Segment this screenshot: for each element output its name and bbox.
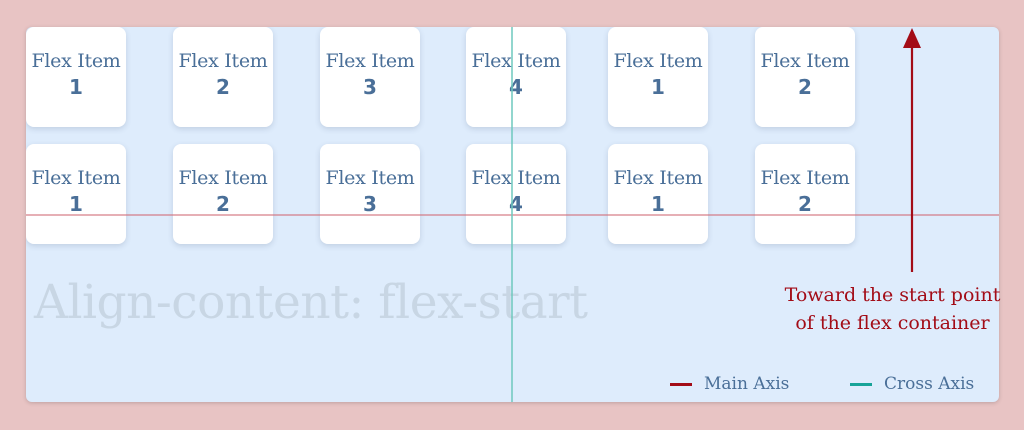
flex-item-number: 3 — [363, 75, 377, 99]
watermark-title: Align-content: flex-start — [34, 275, 588, 330]
flex-item-label: Flex Item — [471, 167, 561, 189]
flex-item: Flex Item 3 — [320, 27, 420, 127]
flex-item-label: Flex Item — [760, 50, 850, 72]
flex-item: Flex Item 1 — [26, 27, 126, 127]
flex-item: Flex Item 2 — [755, 27, 855, 127]
flex-item-number: 2 — [216, 75, 230, 99]
flex-item-label: Flex Item — [760, 167, 850, 189]
flex-item: Flex Item 1 — [608, 27, 708, 127]
flex-item-label: Flex Item — [613, 50, 703, 72]
flex-item-number: 2 — [798, 192, 812, 216]
flex-item-label: Flex Item — [31, 50, 121, 72]
flex-item-label: Flex Item — [325, 167, 415, 189]
annotation-line-2: of the flex container — [795, 312, 990, 334]
flex-item: Flex Item 2 — [173, 27, 273, 127]
flex-item-number: 1 — [651, 75, 665, 99]
legend-cross-axis-label: Cross Axis — [884, 374, 975, 394]
flex-item-number: 2 — [798, 75, 812, 99]
flex-item: Flex Item 1 — [608, 144, 708, 244]
cross-axis-line — [511, 27, 513, 402]
legend-cross-axis: Cross Axis — [850, 373, 974, 395]
flex-item: Flex Item 4 — [466, 144, 566, 244]
flex-item-label: Flex Item — [178, 50, 268, 72]
flex-item-number: 1 — [651, 192, 665, 216]
flex-item: Flex Item 2 — [173, 144, 273, 244]
flex-item: Flex Item 2 — [755, 144, 855, 244]
flex-item-number: 1 — [69, 75, 83, 99]
flex-container: Align-content: flex-start Flex Item 1 Fl… — [26, 27, 999, 402]
flex-item: Flex Item 4 — [466, 27, 566, 127]
flex-item-label: Flex Item — [31, 167, 121, 189]
flex-item: Flex Item 3 — [320, 144, 420, 244]
flex-item-number: 2 — [216, 192, 230, 216]
flex-item-number: 3 — [363, 192, 377, 216]
legend-main-axis: Main Axis — [670, 373, 789, 395]
flex-item-label: Flex Item — [471, 50, 561, 72]
main-axis-swatch-icon — [670, 382, 692, 386]
direction-annotation: Toward the start point of the flex conta… — [760, 281, 1024, 337]
flex-item-number: 1 — [69, 192, 83, 216]
annotation-line-1: Toward the start point — [784, 284, 1001, 306]
cross-axis-swatch-icon — [850, 382, 872, 386]
flex-item-label: Flex Item — [613, 167, 703, 189]
flex-item-label: Flex Item — [325, 50, 415, 72]
flex-item: Flex Item 1 — [26, 144, 126, 244]
arrow-head-icon — [903, 28, 921, 48]
flex-item-label: Flex Item — [178, 167, 268, 189]
legend-main-axis-label: Main Axis — [704, 374, 790, 394]
